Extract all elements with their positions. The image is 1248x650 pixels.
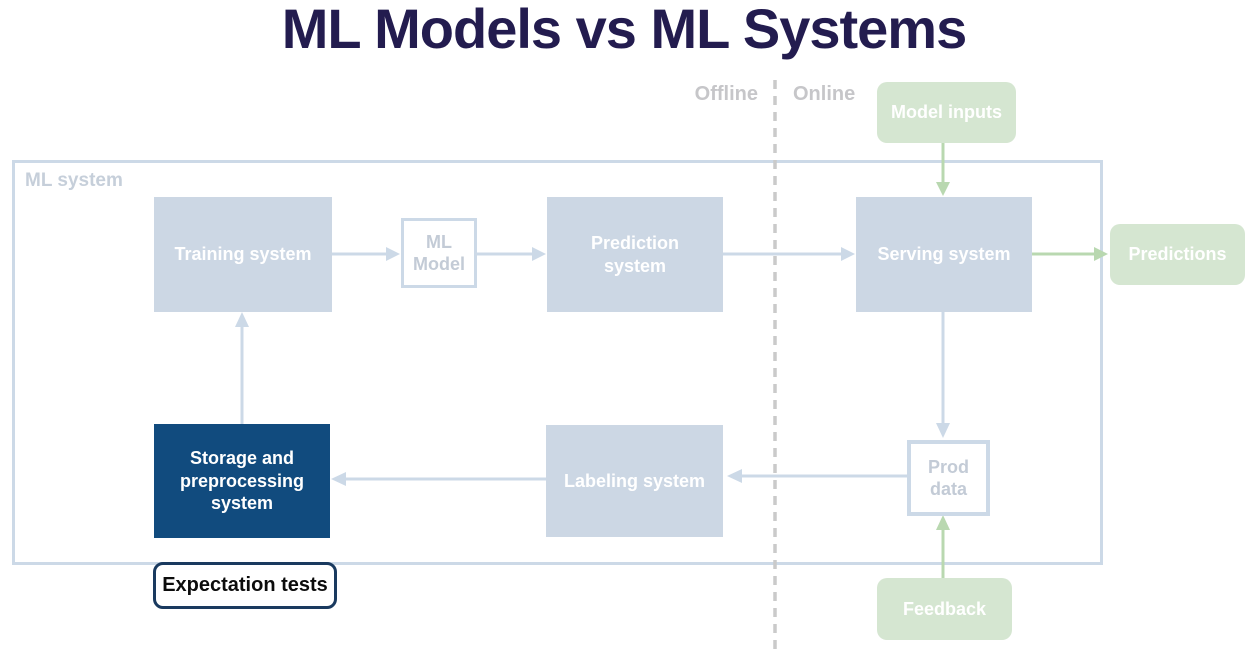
node-predictions: Predictions	[1110, 224, 1245, 285]
arrow-training-to-mlmodel	[332, 247, 400, 261]
arrow-mlmodel-to-prediction	[477, 247, 546, 261]
ml-system-container: ML system	[12, 160, 1103, 565]
node-ml-model: ML Model	[401, 218, 477, 288]
arrow-labeling-to-storage	[331, 472, 546, 486]
arrow-storage-to-training	[235, 312, 249, 424]
expectation-tests-callout: Expectation tests	[153, 562, 337, 609]
arrow-serving-to-predictions	[1032, 247, 1108, 261]
node-storage-preprocessing-system: Storage and preprocessing system	[154, 424, 330, 538]
arrow-proddata-to-labeling	[727, 469, 907, 483]
arrow-feedback-to-proddata	[936, 515, 950, 578]
node-labeling-system: Labeling system	[546, 425, 723, 537]
arrow-prediction-to-serving	[723, 247, 855, 261]
arrow-serving-to-proddata	[936, 312, 950, 438]
ml-system-label: ML system	[25, 170, 123, 191]
node-prediction-system: Prediction system	[547, 197, 723, 312]
node-feedback: Feedback	[877, 578, 1012, 640]
node-serving-system: Serving system	[856, 197, 1032, 312]
node-prod-data: Prod data	[907, 440, 990, 516]
online-lane-label: Online	[793, 83, 856, 105]
offline-lane-label: Offline	[694, 83, 758, 105]
arrow-modelinputs-to-serving	[936, 143, 950, 196]
node-training-system: Training system	[154, 197, 332, 312]
page-title: ML Models vs ML Systems	[281, 0, 968, 60]
node-model-inputs: Model inputs	[877, 82, 1016, 143]
